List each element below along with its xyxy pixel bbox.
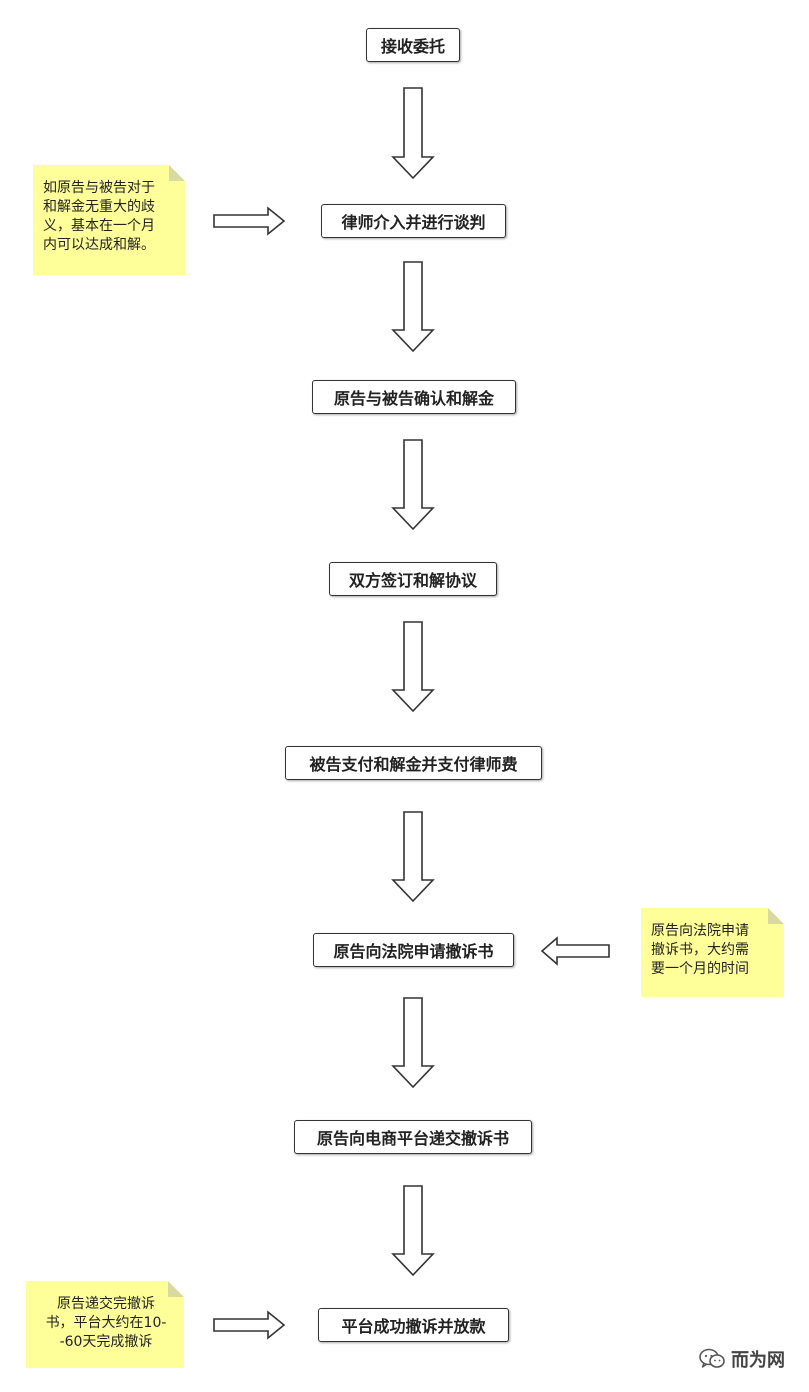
step-3-box: 原告与被告确认和解金	[312, 380, 516, 414]
down-arrow-2	[391, 261, 435, 353]
step-6-box: 原告向法院申请撤诉书	[313, 933, 514, 967]
step-7-box: 原告向电商平台递交撤诉书	[294, 1120, 532, 1154]
note-negotiation: 如原告与被告对于 和解金无重大的歧 义，基本在一个月 内可以达成和解。	[33, 165, 185, 275]
down-arrow-6	[391, 997, 435, 1089]
note-platform-withdrawal-text: 原告递交完撤诉 书，平台大约在10- -60天完成撤诉	[45, 1296, 167, 1350]
watermark-text: 而为网	[731, 1350, 785, 1371]
step-1-box: 接收委托	[366, 28, 460, 62]
note-negotiation-text: 如原告与被告对于 和解金无重大的歧 义，基本在一个月 内可以达成和解。	[43, 180, 155, 253]
down-arrow-4	[391, 621, 435, 713]
note-court-withdrawal: 原告向法院申请 撤诉书，大约需 要一个月的时间	[641, 908, 784, 997]
down-arrow-1	[391, 87, 435, 180]
step-5-box: 被告支付和解金并支付律师费	[285, 746, 542, 780]
note-platform-withdrawal: 原告递交完撤诉 书，平台大约在10- -60天完成撤诉	[26, 1281, 184, 1368]
step-4-box: 双方签订和解协议	[329, 562, 497, 596]
step-8-box: 平台成功撤诉并放款	[318, 1308, 509, 1342]
down-arrow-7	[391, 1185, 435, 1277]
right-arrow-note-3	[213, 1310, 286, 1340]
step-2-box: 律师介入并进行谈判	[321, 204, 506, 238]
left-arrow-note-2	[540, 936, 610, 966]
down-arrow-5	[391, 811, 435, 903]
down-arrow-3	[391, 439, 435, 531]
wechat-icon	[699, 1348, 725, 1368]
note-court-withdrawal-text: 原告向法院申请 撤诉书，大约需 要一个月的时间	[651, 923, 749, 977]
right-arrow-note-1	[213, 206, 286, 236]
watermark: 而为网	[699, 1346, 785, 1372]
